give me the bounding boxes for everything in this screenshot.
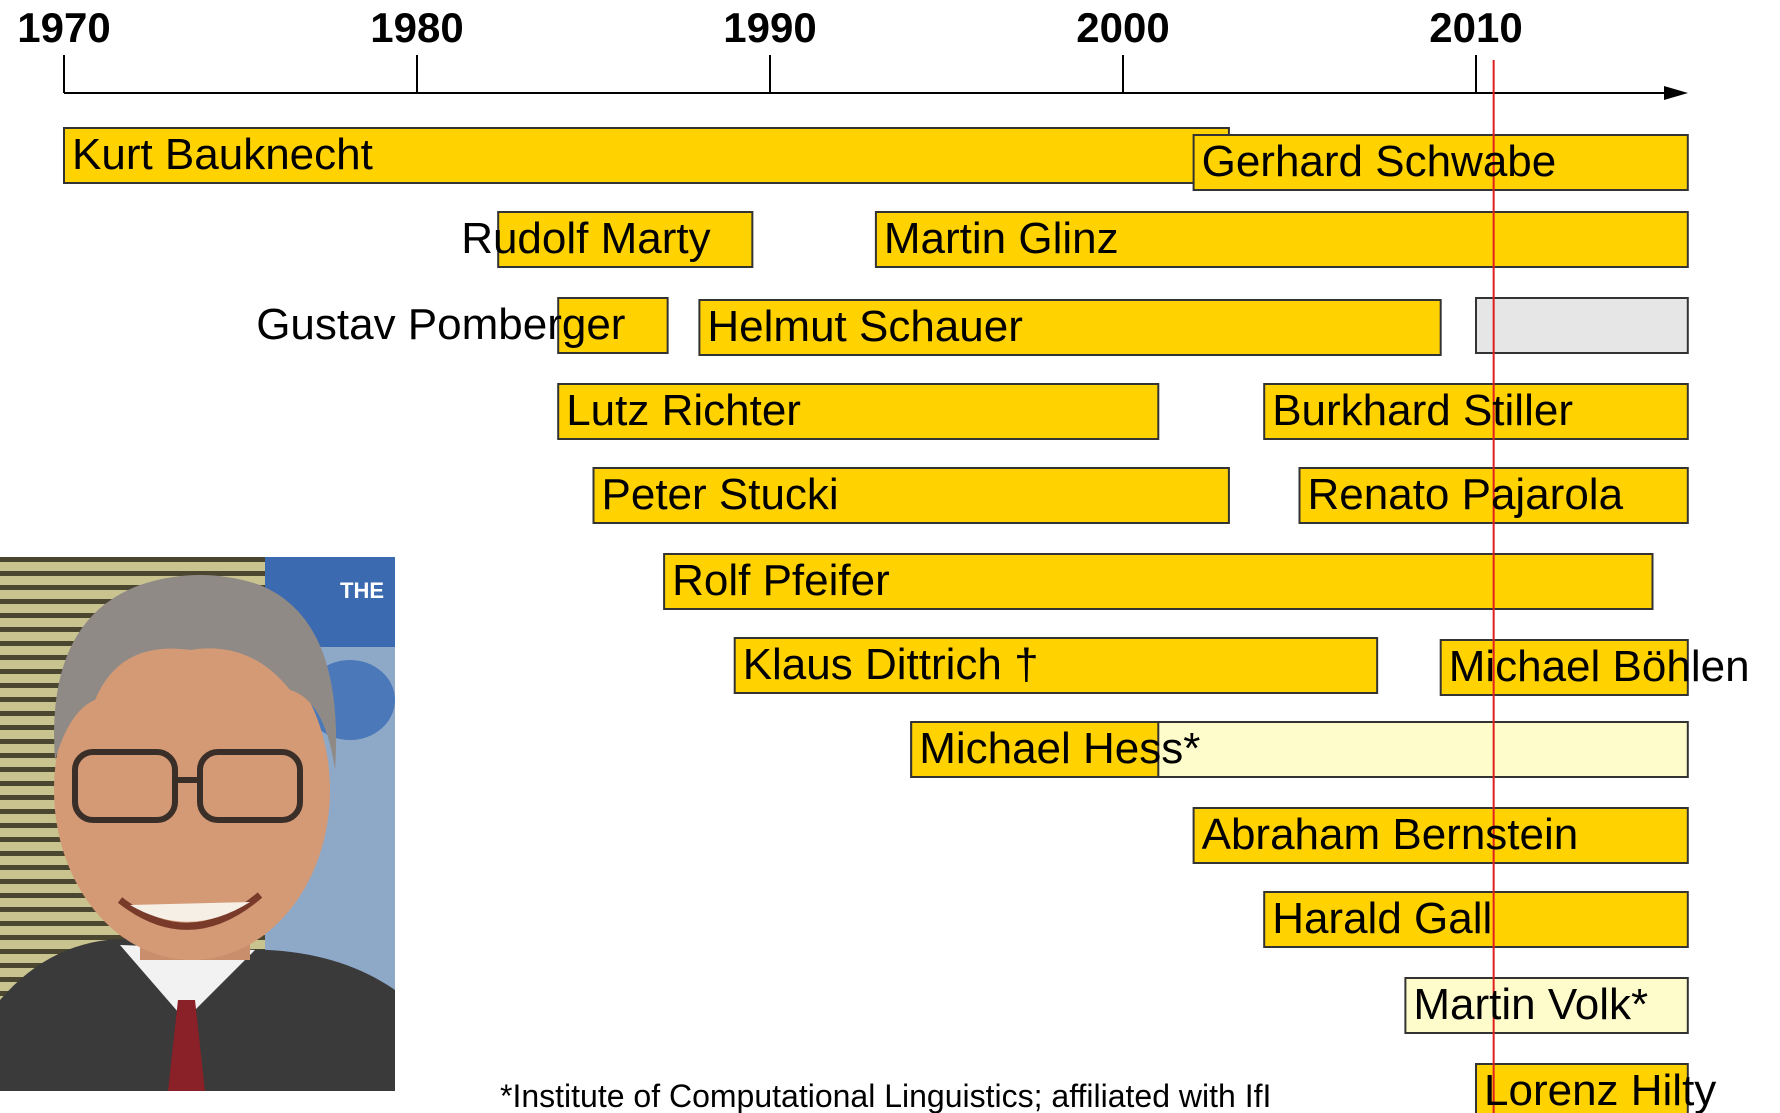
timeline-bar [557, 383, 1160, 440]
timeline-bar [1192, 134, 1689, 191]
timeline-bar [592, 467, 1230, 524]
timeline-bar [497, 211, 754, 268]
timeline-bar [663, 553, 1654, 610]
footnote-text: *Institute of Computational Linguistics;… [500, 1078, 1271, 1113]
timeline-bar-label: Gerhard Schwabe [1202, 137, 1557, 186]
timeline-bar [1263, 891, 1689, 948]
timeline-bar-label: Michael Böhlen [1449, 642, 1750, 691]
timeline-bar-label: Renato Pajarola [1308, 470, 1624, 519]
timeline-bar-label: Burkhard Stiller [1272, 386, 1573, 435]
axis-arrow-icon [1664, 86, 1688, 100]
axis-tick-label: 2000 [1076, 4, 1169, 51]
axis-tick-label: 1970 [17, 4, 110, 51]
timeline-bar [63, 127, 1230, 184]
timeline-bar [1475, 297, 1689, 354]
timeline-bar-label: Rudolf Marty [461, 214, 710, 263]
timeline-bar [1263, 383, 1689, 440]
timeline-bar-label: Michael Hess* [919, 724, 1200, 773]
timeline-bar [874, 211, 1689, 268]
time-axis [64, 86, 1688, 100]
timeline-bar-label: Abraham Bernstein [1202, 810, 1579, 859]
timeline-bar-label: Klaus Dittrich † [743, 640, 1039, 689]
photo-banner-text: THE [340, 578, 384, 603]
axis-tick-label: 1990 [723, 4, 816, 51]
timeline-bar [1439, 639, 1689, 696]
timeline-bar [733, 637, 1379, 694]
timeline-bar-label: Kurt Bauknecht [72, 130, 373, 179]
timeline-bar-label: Rolf Pfeifer [672, 556, 890, 605]
timeline-bar [1192, 807, 1689, 864]
axis-tick-label: 2010 [1429, 4, 1522, 51]
axis-ticks: 1970 1980 1990 2000 2010 [17, 4, 1523, 93]
timeline-bar-label: Martin Volk* [1413, 980, 1648, 1029]
timeline-bar-label: Peter Stucki [602, 470, 839, 519]
timeline-bar [1404, 977, 1689, 1034]
timeline-bar-label: Lorenz Hilty [1484, 1066, 1716, 1113]
timeline-bar-label: Harald Gall [1272, 894, 1492, 943]
timeline-bar [557, 297, 669, 354]
timeline-bar-label: Gustav Pomberger [256, 300, 625, 349]
timeline-bar-label: Helmut Schauer [707, 302, 1022, 351]
timeline-bar [698, 299, 1442, 356]
timeline-bars [63, 127, 1689, 1113]
timeline-bar [1475, 1063, 1689, 1113]
timeline-bar-label: Martin Glinz [884, 214, 1119, 263]
axis-tick-label: 1980 [370, 4, 463, 51]
timeline-bar-label: Lutz Richter [566, 386, 801, 435]
timeline-bar-primary-segment [910, 721, 1160, 778]
portrait-photo-icon: THE [0, 557, 395, 1091]
